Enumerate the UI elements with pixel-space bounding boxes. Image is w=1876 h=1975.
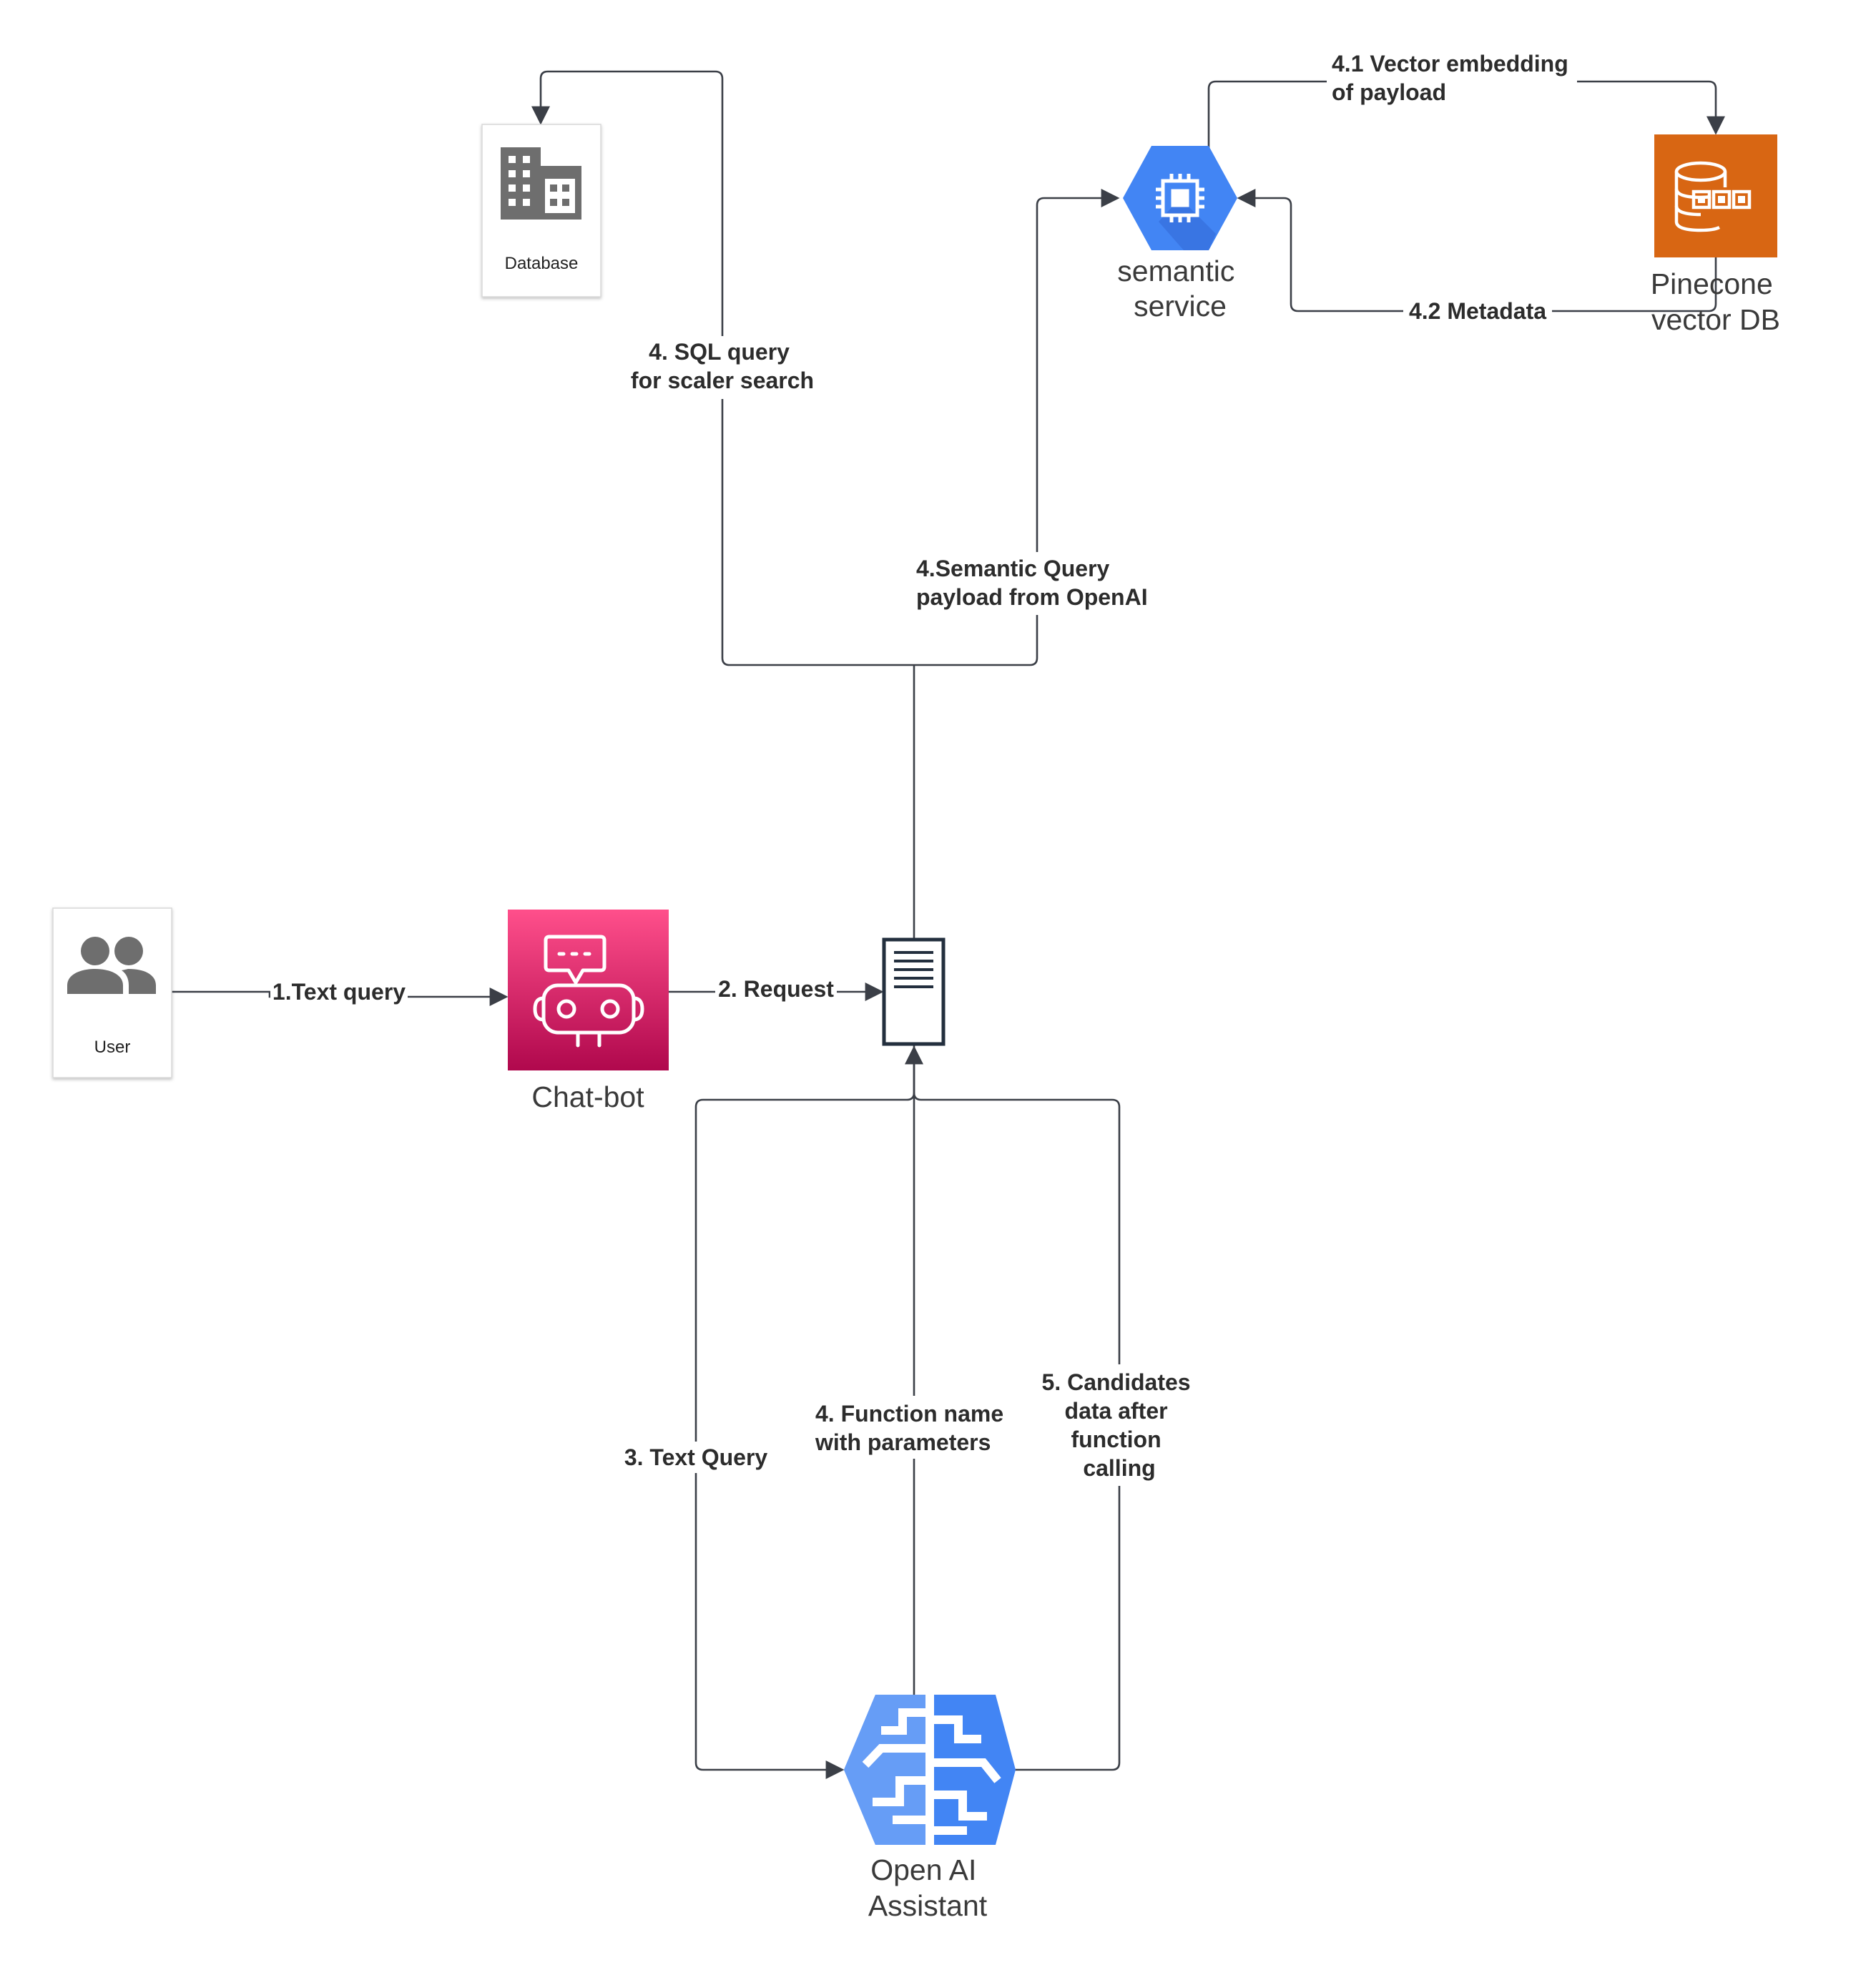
label-sql-query: 4. SQL query for scaler search [631,339,814,393]
edge-openai-candidates-to-server [913,1092,1121,1771]
label-request: 2. Request [718,976,834,1002]
server-lines [894,951,933,988]
node-database[interactable]: Database [481,124,601,297]
openai-label-line1: Open AI [870,1853,976,1886]
node-chatbot[interactable]: Chat-bot [508,910,669,1113]
node-pinecone[interactable]: Pinecone vector DB [1651,134,1781,336]
label-sql-query-line1: 4. SQL query [649,339,790,365]
semantic-service-label-line1: semantic [1117,255,1234,287]
pinecone-label-line1: Pinecone [1651,267,1773,300]
edge-pinecone-to-semantic [1237,189,1717,312]
label-vector-embedding-line2: of payload [1332,79,1446,105]
openai-assistant-label: Open AI Assistant [868,1853,988,1922]
semantic-service-label-line2: service [1134,290,1227,322]
label-semantic-query: 4.Semantic Query payload from OpenAI [916,556,1148,610]
chatbot-icon [533,935,644,1048]
label-candidates-line2: data after [1065,1398,1168,1424]
label-vector-embedding: 4.1 Vector embedding of payload [1332,51,1575,105]
building-icon [501,147,581,220]
label-function-name-line1: 4. Function name [815,1401,1003,1427]
label-candidates-line3: function [1071,1427,1161,1452]
label-sql-query-line2: for scaler search [631,368,814,393]
label-semantic-query-line2: payload from OpenAI [916,584,1148,610]
node-user[interactable]: User [52,907,172,1078]
edge-labels: 1.Text query 2. Request 3. Text Query 4.… [270,49,1577,1486]
edge-to-semantic-service [914,189,1120,666]
server-icon [882,937,946,1046]
pinecone-label: Pinecone vector DB [1651,267,1781,336]
label-metadata: 4.2 Metadata [1409,298,1546,324]
node-openai-assistant[interactable]: Open AI Assistant [844,1691,1016,1922]
edge-server-to-openai [694,1045,915,1779]
chatbot-label: Chat-bot [531,1080,644,1113]
brain-icon [844,1691,1016,1848]
label-candidates-line1: 5. Candidates [1042,1369,1191,1395]
semantic-service-label: semantic service [1117,255,1242,322]
label-vector-embedding-line1: 4.1 Vector embedding [1332,51,1568,77]
pinecone-label-line2: vector DB [1651,303,1780,336]
node-semantic-service[interactable]: semantic service [1117,146,1242,322]
label-text-query: 1.Text query [272,979,406,1005]
users-icon [67,937,156,994]
label-function-name: 4. Function name with parameters [815,1401,1010,1455]
edge-to-database [531,70,914,666]
vector-db-icon [1674,161,1752,232]
user-label: User [94,1038,131,1057]
database-label: Database [505,254,579,273]
openai-label-line2: Assistant [868,1889,988,1922]
label-candidates: 5. Candidates data after function callin… [1042,1369,1197,1481]
label-text-query-3: 3. Text Query [624,1444,768,1470]
label-semantic-query-line1: 4.Semantic Query [916,556,1110,581]
node-server[interactable] [882,937,946,1046]
edges [172,70,1725,1779]
label-function-name-line2: with parameters [815,1429,991,1455]
chip-icon [1156,174,1204,222]
label-candidates-line4: calling [1083,1455,1155,1481]
